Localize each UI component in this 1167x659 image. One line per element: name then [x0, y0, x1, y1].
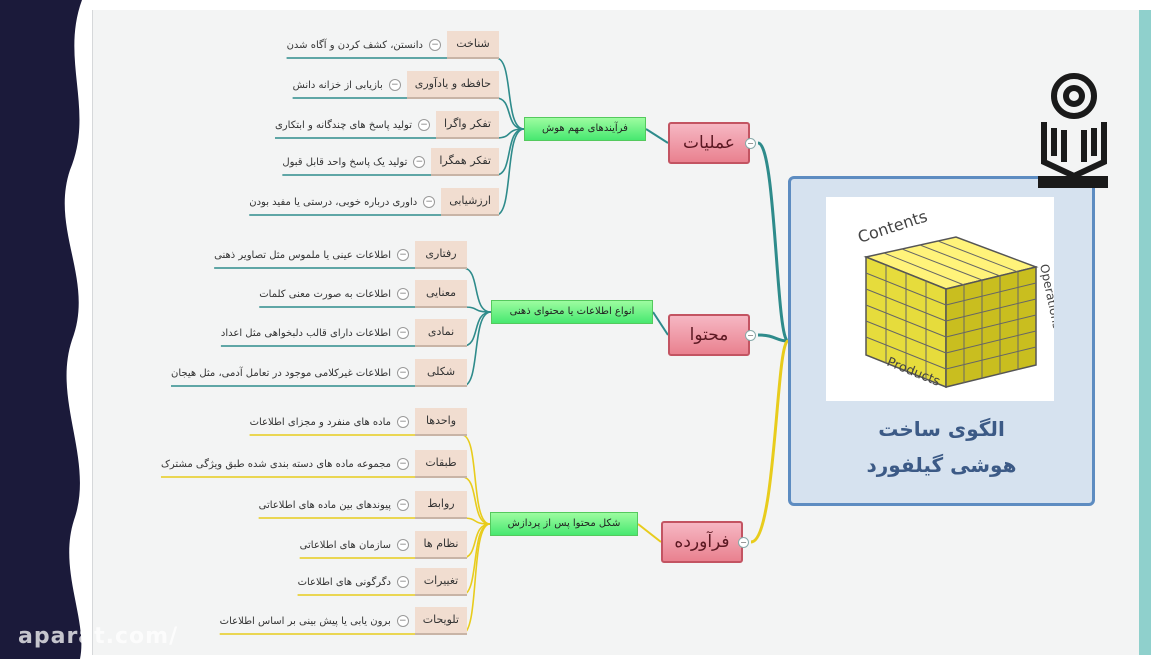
leaf-label: تفکر همگرا — [431, 148, 499, 176]
leaf-label: نظام ها — [415, 531, 467, 559]
main-node-content[interactable]: محتوا − — [668, 314, 756, 356]
main-node-product[interactable]: فرآورده − — [661, 521, 749, 563]
main-node-label: فرآورده — [674, 532, 730, 552]
leaf-description: اطلاعات غیرکلامی موجود در تعامل آدمی، مث… — [171, 367, 391, 379]
leaf-node[interactable]: واحدها − ماده های منفرد و مجزای اطلاعات — [249, 408, 467, 436]
leaf-label: تغییرات — [415, 568, 467, 596]
collapse-icon[interactable]: − — [413, 156, 426, 168]
collapse-icon[interactable]: − — [397, 367, 409, 379]
main-node-operations[interactable]: عملیات − — [668, 122, 756, 164]
collapse-icon[interactable]: − — [745, 138, 756, 149]
leaf-description: دگرگونی های اطلاعات — [297, 576, 391, 588]
leaf-label: حافظه و یادآوری — [406, 71, 499, 99]
university-logo-icon — [1038, 73, 1108, 188]
sub-connector — [652, 311, 669, 336]
leaf-label: تفکر واگرا — [436, 111, 499, 139]
leaf-node[interactable]: روابط − پیوندهای بین ماده های اطلاعاتی — [258, 491, 467, 519]
leaf-description: اطلاعات به صورت معنی کلمات — [259, 288, 391, 300]
leaf-node[interactable]: رفتاری − اطلاعات عینی یا ملموس مثل تصاوی… — [214, 241, 467, 269]
leaf-description: بازیابی از خزانه دانش — [292, 79, 383, 91]
leaf-label: طبقات — [415, 450, 467, 478]
central-node-title: الگوی ساخت هوشی گیلفورد — [791, 411, 1092, 483]
collapse-icon[interactable]: − — [397, 539, 409, 551]
leaf-label: شناخت — [447, 31, 499, 59]
leaf-label: ارزشیابی — [441, 188, 499, 216]
leaf-description: اطلاعات دارای قالب دلبخواهی مثل اعداد — [220, 327, 391, 339]
leaf-description: پیوندهای بین ماده های اطلاعاتی — [258, 499, 391, 511]
leaf-description: تولید پاسخ های چندگانه و ابتکاری — [274, 119, 412, 131]
collapse-icon[interactable]: − — [397, 249, 409, 261]
cube-contents-label: Contents — [855, 206, 929, 246]
leaf-node[interactable]: شکلی − اطلاعات غیرکلامی موجود در تعامل آ… — [171, 359, 467, 387]
leaf-description: تولید یک پاسخ واحد قابل قبول — [282, 156, 408, 168]
title-line-2: هوشی گیلفورد — [866, 453, 1017, 477]
collapse-icon[interactable]: − — [388, 79, 401, 91]
leaf-description: ماده های منفرد و مجزای اطلاعات — [249, 416, 391, 428]
dark-wavy-border — [0, 0, 82, 659]
leaf-label: شکلی — [415, 359, 467, 387]
leaf-node[interactable]: شناخت − دانستن، کشف کردن و آگاه شدن — [286, 31, 499, 59]
sub-node-product[interactable]: شکل محتوا پس از پردازش — [490, 512, 638, 536]
collapse-icon[interactable]: − — [397, 327, 409, 339]
collapse-icon[interactable]: − — [738, 537, 749, 548]
collapse-icon[interactable]: − — [418, 119, 430, 131]
central-node[interactable]: Contents Operations Products الگوی ساخت … — [788, 176, 1095, 506]
main-node-label: عملیات — [683, 133, 735, 153]
leaf-description: سازمان های اطلاعاتی — [299, 539, 391, 551]
cube-icon: Contents Operations Products — [855, 206, 1064, 389]
leaf-label: واحدها — [415, 408, 467, 436]
leaf-node[interactable]: معنایی − اطلاعات به صورت معنی کلمات — [259, 280, 467, 308]
aparat-watermark: aparat.com/ — [18, 624, 179, 649]
leaf-description: برون یابی یا پیش بینی بر اساس اطلاعات — [219, 615, 391, 627]
teal-side-bar — [1139, 10, 1151, 655]
collapse-icon[interactable]: − — [396, 615, 409, 627]
sub-connector — [645, 128, 669, 144]
collapse-icon[interactable]: − — [397, 416, 409, 428]
sub-node-content[interactable]: انواع اطلاعات یا محتوای ذهنی — [491, 300, 653, 324]
main-node-label: محتوا — [689, 325, 729, 345]
leaf-node[interactable]: تفکر همگرا − تولید یک پاسخ واحد قابل قبو… — [282, 148, 499, 176]
guilford-cube-image: Contents Operations Products — [826, 197, 1064, 401]
leaf-node[interactable]: ارزشیابی − داوری درباره خوبی، درستی یا م… — [249, 188, 499, 216]
branch-connector — [757, 333, 789, 343]
collapse-icon[interactable]: − — [397, 288, 409, 300]
cube-operations-label: Operations — [1037, 263, 1054, 330]
collapse-icon[interactable]: − — [423, 196, 436, 208]
leaf-description: داوری درباره خوبی، درستی یا مفید بودن — [249, 196, 418, 208]
leaf-description: اطلاعات عینی یا ملموس مثل تصاویر ذهنی — [214, 249, 391, 261]
sub-node-operations[interactable]: فرآیندهای مهم هوش — [524, 117, 646, 141]
sub-connector — [637, 523, 662, 543]
collapse-icon[interactable]: − — [397, 458, 409, 470]
leaf-description: دانستن، کشف کردن و آگاه شدن — [286, 39, 423, 51]
collapse-icon[interactable]: − — [397, 576, 409, 588]
leaf-label: رفتاری — [415, 241, 467, 269]
leaf-node[interactable]: تفکر واگرا − تولید پاسخ های چندگانه و اب… — [274, 111, 499, 139]
collapse-icon[interactable]: − — [429, 39, 441, 51]
leaf-label: روابط — [415, 491, 467, 519]
leaf-node[interactable]: نظام ها − سازمان های اطلاعاتی — [299, 531, 467, 559]
leaf-label: تلویحات — [414, 607, 467, 635]
title-line-1: الگوی ساخت — [878, 417, 1005, 441]
leaf-label: معنایی — [415, 280, 467, 308]
collapse-icon[interactable]: − — [397, 499, 409, 511]
leaf-node[interactable]: نمادی − اطلاعات دارای قالب دلبخواهی مثل … — [220, 319, 467, 347]
leaf-node[interactable]: طبقات − مجموعه ماده های دسته بندی شده طب… — [160, 450, 467, 478]
collapse-icon[interactable]: − — [745, 330, 756, 341]
branch-connector — [757, 141, 790, 343]
leaf-node[interactable]: حافظه و یادآوری − بازیابی از خزانه دانش — [292, 71, 499, 99]
leaf-description: مجموعه ماده های دسته بندی شده طبق ویژگی … — [160, 458, 391, 470]
leaf-node[interactable]: تلویحات − برون یابی یا پیش بینی بر اساس … — [219, 607, 467, 635]
leaf-label: نمادی — [415, 319, 467, 347]
branch-connector — [750, 339, 790, 544]
leaf-node[interactable]: تغییرات − دگرگونی های اطلاعات — [297, 568, 467, 596]
